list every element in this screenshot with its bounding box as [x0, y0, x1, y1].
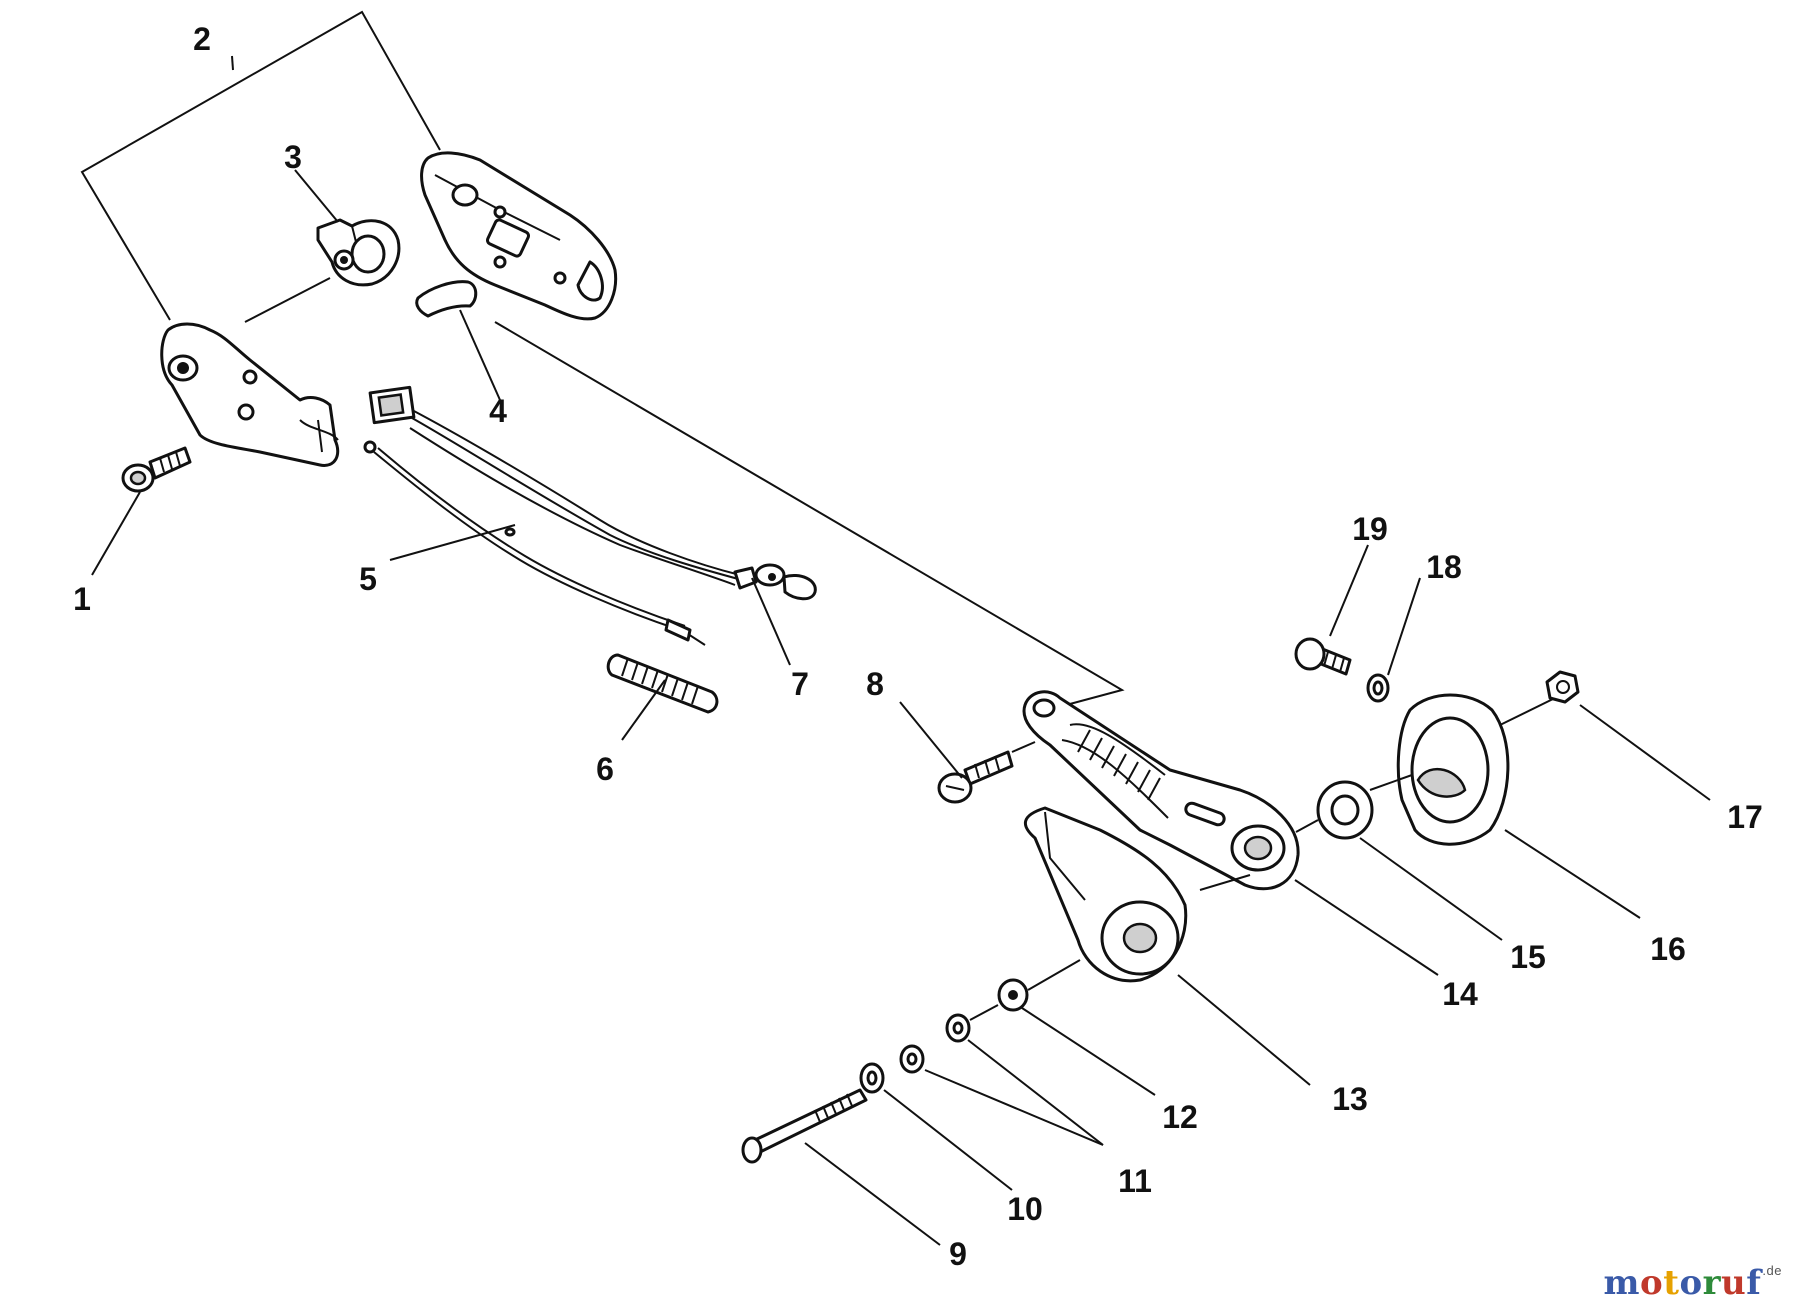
handle-half-right: [420, 151, 618, 321]
clamp-cup: [1396, 693, 1510, 846]
switch-rotor-leader-axis: [244, 277, 331, 323]
callout-9: 9: [949, 1236, 967, 1272]
watermark-letter: u: [1721, 1263, 1747, 1303]
nut: [1545, 670, 1580, 704]
clamp-axis: [1369, 774, 1413, 791]
callout-17: 17: [1727, 799, 1763, 835]
callout-14: 14: [1442, 976, 1478, 1012]
watermark-letter: t: [1663, 1263, 1680, 1303]
nut-axis: [1499, 697, 1556, 726]
callout-12: 12: [1162, 1099, 1198, 1135]
washer-small: [1366, 673, 1390, 703]
watermark-letter: o: [1679, 1263, 1703, 1303]
throttle-arm: [1022, 690, 1300, 891]
switch-wire-harness: [368, 385, 817, 601]
assembly-axis-line: [494, 321, 1125, 713]
callout-labels: 1 2 3 4 5 6 7 8 9 10 11 12 13 14 15 16 1…: [73, 21, 1763, 1272]
motoruf-watermark: motoruf.de: [1604, 1263, 1782, 1303]
callout-leaders: [91, 169, 1711, 1246]
callout-18: 18: [1426, 549, 1462, 585]
washer-10: [859, 1062, 885, 1094]
callout-4: 4: [489, 393, 507, 429]
mounting-screw-axis: [1011, 741, 1036, 753]
callout-1: 1: [73, 581, 91, 617]
switch-rotor: [316, 218, 401, 287]
washer-large: [1316, 780, 1374, 840]
throttle-cable: [363, 440, 706, 646]
washer-12: [997, 978, 1029, 1012]
cover-axis: [1199, 874, 1251, 891]
callout-10: 10: [1007, 1191, 1043, 1227]
washers-axis: [969, 1004, 999, 1021]
callout-13: 13: [1332, 1081, 1368, 1117]
callout-8: 8: [866, 666, 884, 702]
watermark-letter: r: [1702, 1263, 1722, 1303]
screw: [121, 446, 192, 493]
washers-11: [899, 1013, 971, 1074]
callout-5: 5: [359, 561, 377, 597]
callout-16: 16: [1650, 931, 1686, 967]
handle-half-left: [160, 322, 340, 467]
watermark-letter: f: [1746, 1263, 1762, 1303]
callout-2: 2: [193, 21, 211, 57]
callout-3: 3: [284, 139, 302, 175]
housing-bracket-leader: [80, 10, 441, 321]
callout-15: 15: [1510, 939, 1546, 975]
washer-12-axis: [1027, 959, 1081, 991]
callout-19: 19: [1352, 511, 1388, 547]
arm-cover: [1024, 806, 1188, 983]
watermark-letter: m: [1603, 1263, 1641, 1303]
callout-11: 11: [1118, 1163, 1152, 1199]
throttle-trigger: [415, 280, 478, 318]
watermark-logo-letters: motoruf: [1604, 1263, 1762, 1303]
mounting-screw: [937, 750, 1014, 804]
callout-7: 7: [791, 666, 809, 702]
watermark-letter: o: [1640, 1263, 1664, 1303]
bolt: [1294, 637, 1352, 676]
callout-6: 6: [596, 751, 614, 787]
long-bolt: [741, 1088, 868, 1164]
watermark-suffix: .de: [1762, 1263, 1782, 1278]
throttle-arm-axis: [1295, 819, 1319, 833]
